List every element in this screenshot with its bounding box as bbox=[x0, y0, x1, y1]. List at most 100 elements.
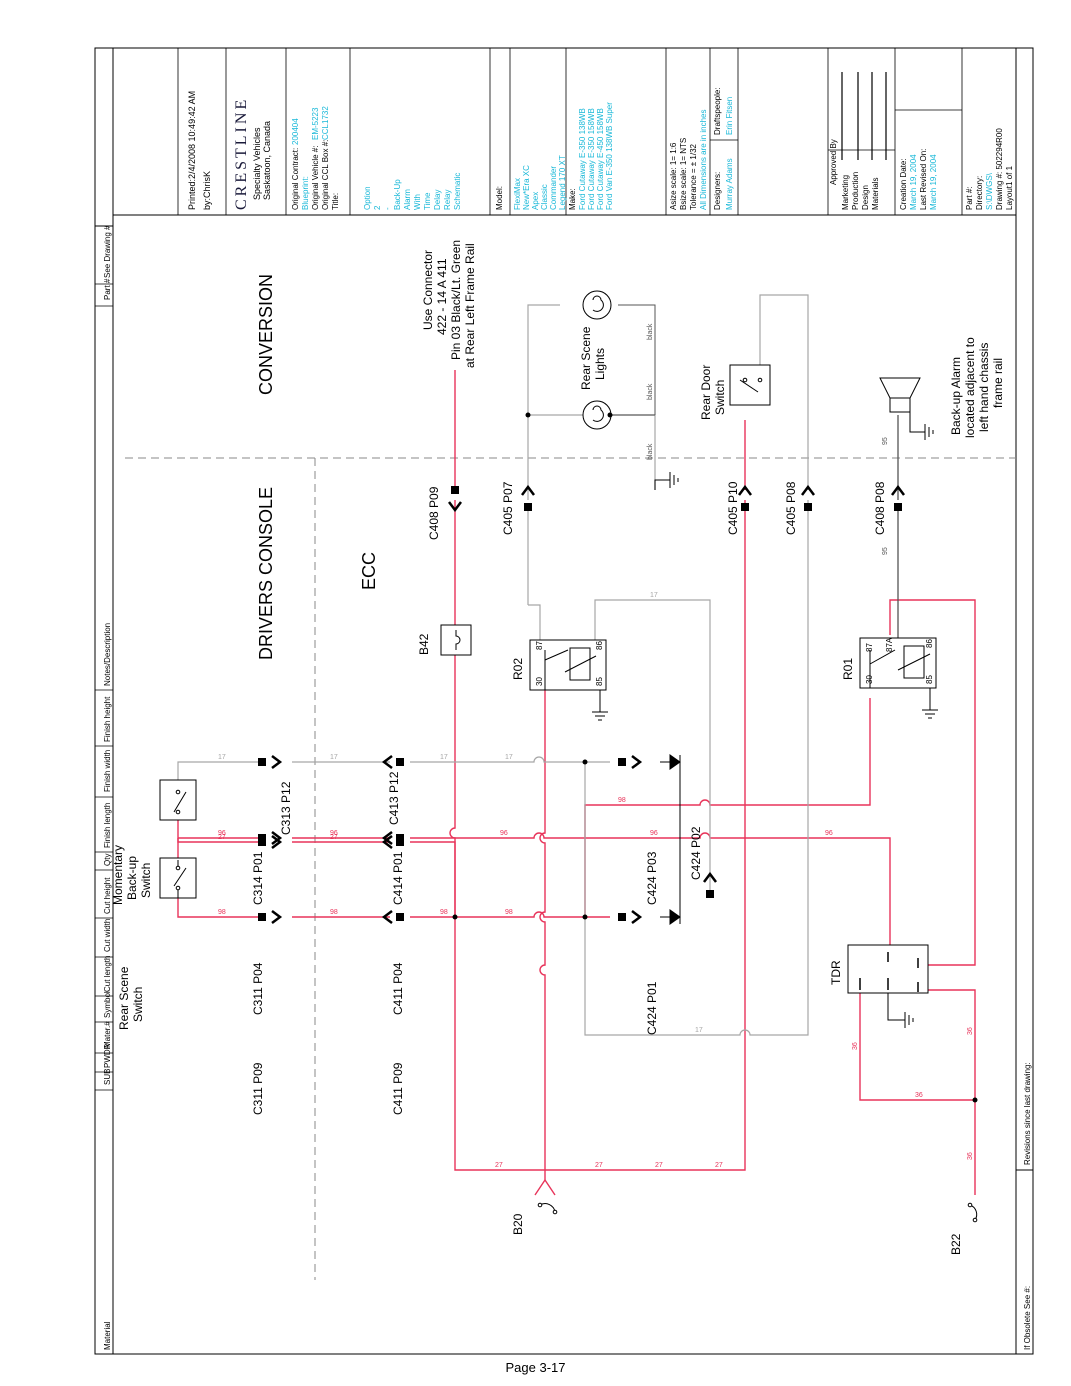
blueprint-label: Blueprint: bbox=[301, 176, 310, 210]
connector-label: C413 P12 bbox=[387, 771, 401, 825]
rear-door-switch-label: Switch bbox=[713, 380, 727, 415]
alarm-label: located adjacent to bbox=[963, 337, 977, 438]
wire-label: 27 bbox=[655, 1162, 663, 1169]
breaker-b22 bbox=[967, 1202, 978, 1223]
wire-label: 27 bbox=[495, 1162, 503, 1169]
wire-label: black bbox=[647, 443, 654, 460]
part-label: Part #: bbox=[965, 186, 974, 210]
r02-label: R02 bbox=[511, 658, 525, 680]
connector-label: C411 P09 bbox=[391, 1062, 405, 1115]
wire-label: 98 bbox=[330, 909, 338, 916]
header-col: Symbol bbox=[103, 991, 112, 1018]
relay-pin: 86 bbox=[925, 639, 934, 648]
model-item: Classic bbox=[540, 184, 549, 210]
tdr-label: TDR bbox=[829, 960, 843, 985]
section-drivers-console: DRIVERS CONSOLE bbox=[256, 487, 276, 660]
relay-pin: 85 bbox=[925, 675, 934, 684]
connector-label: C405 P07 bbox=[501, 481, 515, 535]
company-line2: Saskatoon, Canada bbox=[262, 121, 272, 200]
wire-label: 17 bbox=[505, 754, 513, 761]
revisions-label: Revisions since last drawing: bbox=[1023, 1062, 1032, 1165]
relay-pin: 87A bbox=[885, 637, 894, 652]
header-columns: Material SUB PWDR Mater.# Symbol Cut len… bbox=[103, 225, 112, 1350]
title-label: Title: bbox=[331, 193, 340, 210]
header-col: PWDR bbox=[103, 1043, 112, 1068]
wire-label: 27 bbox=[595, 1162, 603, 1169]
wire-label: 98 bbox=[218, 909, 226, 916]
use-connector-note: Pin 03 Black/Lt. Green bbox=[449, 240, 463, 360]
title-block: Printed:2/4/2008 10:49:42 AM by:ChrisK C… bbox=[113, 48, 1016, 216]
connector-label: C408 P08 bbox=[873, 481, 887, 535]
layout-label: Layout1 of 1 bbox=[1005, 165, 1014, 210]
title-line: Alarm bbox=[403, 189, 412, 210]
relay-pin: 85 bbox=[595, 677, 604, 686]
title-line: Delay bbox=[433, 190, 442, 210]
tdr-module bbox=[847, 944, 929, 1028]
orig-contract-label: Original Contract: bbox=[291, 148, 300, 210]
header-col: SUB bbox=[103, 1069, 112, 1085]
diode-icon bbox=[660, 754, 681, 925]
connectors: C313 P12 C413 P12 C314 P01 C414 P01 C311… bbox=[251, 481, 905, 1115]
title-line: 2 bbox=[373, 205, 382, 210]
company-line1: Specialty Vehicles bbox=[252, 127, 262, 200]
wire-label: 96 bbox=[650, 830, 658, 837]
backup-alarm-speaker bbox=[879, 377, 934, 440]
header-col: See Drawing # bbox=[103, 225, 112, 278]
relay-r01 bbox=[859, 637, 938, 719]
make-item: Ford Cutaway E-450 158WB bbox=[596, 108, 605, 210]
use-connector-note: at Rear Left Frame Rail bbox=[463, 243, 477, 368]
header-col: Finish height bbox=[103, 696, 112, 742]
drafter-value: Erin Fitsen bbox=[725, 97, 734, 135]
make-item: Ford Cutaway E-350 158WB bbox=[587, 108, 596, 210]
creation-label: Creation Date: bbox=[899, 158, 908, 210]
connector-label: C311 P04 bbox=[251, 962, 265, 1015]
alarm-label: Back-up Alarm bbox=[949, 357, 963, 435]
connector-label: C314 P01 bbox=[251, 851, 265, 905]
page-number: Page 3-17 bbox=[505, 1360, 566, 1375]
orig-ccl-label: Original CCL Box #: bbox=[321, 140, 330, 210]
relay-r02 bbox=[529, 639, 608, 721]
creation-value: March 19, 2004 bbox=[909, 154, 918, 210]
b20-label: B20 bbox=[511, 1213, 525, 1235]
orig-contract-value: 200404 bbox=[291, 118, 300, 145]
rear-scene-lamp bbox=[582, 290, 612, 320]
momentary-switch-label: Switch bbox=[139, 863, 153, 898]
header-col: Cut length bbox=[103, 956, 112, 992]
rear-scene-lights-label: Rear Scene bbox=[579, 326, 593, 390]
drawing-number: Drawing #: 502294R00 bbox=[995, 128, 1004, 210]
header-col: Cut height bbox=[103, 877, 112, 914]
header-col: Cut width bbox=[103, 919, 112, 952]
connector-c424-p03 bbox=[618, 909, 642, 925]
connector-c405-p07 bbox=[521, 484, 535, 511]
header-col: Finish length bbox=[103, 803, 112, 848]
approved-label: Approved By bbox=[829, 139, 838, 185]
wire-label: 36 bbox=[852, 1042, 859, 1050]
connector-c424-p01 bbox=[618, 754, 642, 770]
connector-label: C424 P03 bbox=[645, 851, 659, 905]
connector-label: C414 P01 bbox=[391, 851, 405, 905]
model-item: New*Era XC bbox=[522, 165, 531, 210]
connector-label: C313 P12 bbox=[279, 781, 293, 835]
wire-label: 98 bbox=[440, 909, 448, 916]
connector-label: C424 P02 bbox=[689, 826, 703, 880]
approval-item: Marketing bbox=[841, 175, 850, 210]
relay-pin: 30 bbox=[865, 675, 874, 684]
section-ecc: ECC bbox=[359, 552, 379, 590]
relay-pin: 87 bbox=[865, 643, 874, 652]
rear-door-switch bbox=[729, 364, 771, 406]
r01-label: R01 bbox=[841, 658, 855, 680]
asize-scale: Asize scale: 1= 1:6 bbox=[669, 142, 678, 210]
wire-label: 98 bbox=[505, 909, 513, 916]
sheet-border bbox=[94, 47, 1034, 1355]
title-lines: Option bbox=[363, 186, 372, 210]
directory-value: S:\DWGS\ bbox=[985, 172, 994, 210]
rear-scene-switch-label: Switch bbox=[131, 987, 145, 1022]
approval-item: Production bbox=[851, 172, 860, 210]
connector-label: C424 P01 bbox=[645, 981, 659, 1035]
model-item: Commander bbox=[549, 166, 558, 210]
wire-label: black bbox=[647, 323, 654, 340]
wire-label: 17 bbox=[440, 754, 448, 761]
wire-label: 36 bbox=[915, 1092, 923, 1099]
model-item: FlexiMax bbox=[513, 178, 522, 210]
wire-label: 17 bbox=[218, 754, 226, 761]
